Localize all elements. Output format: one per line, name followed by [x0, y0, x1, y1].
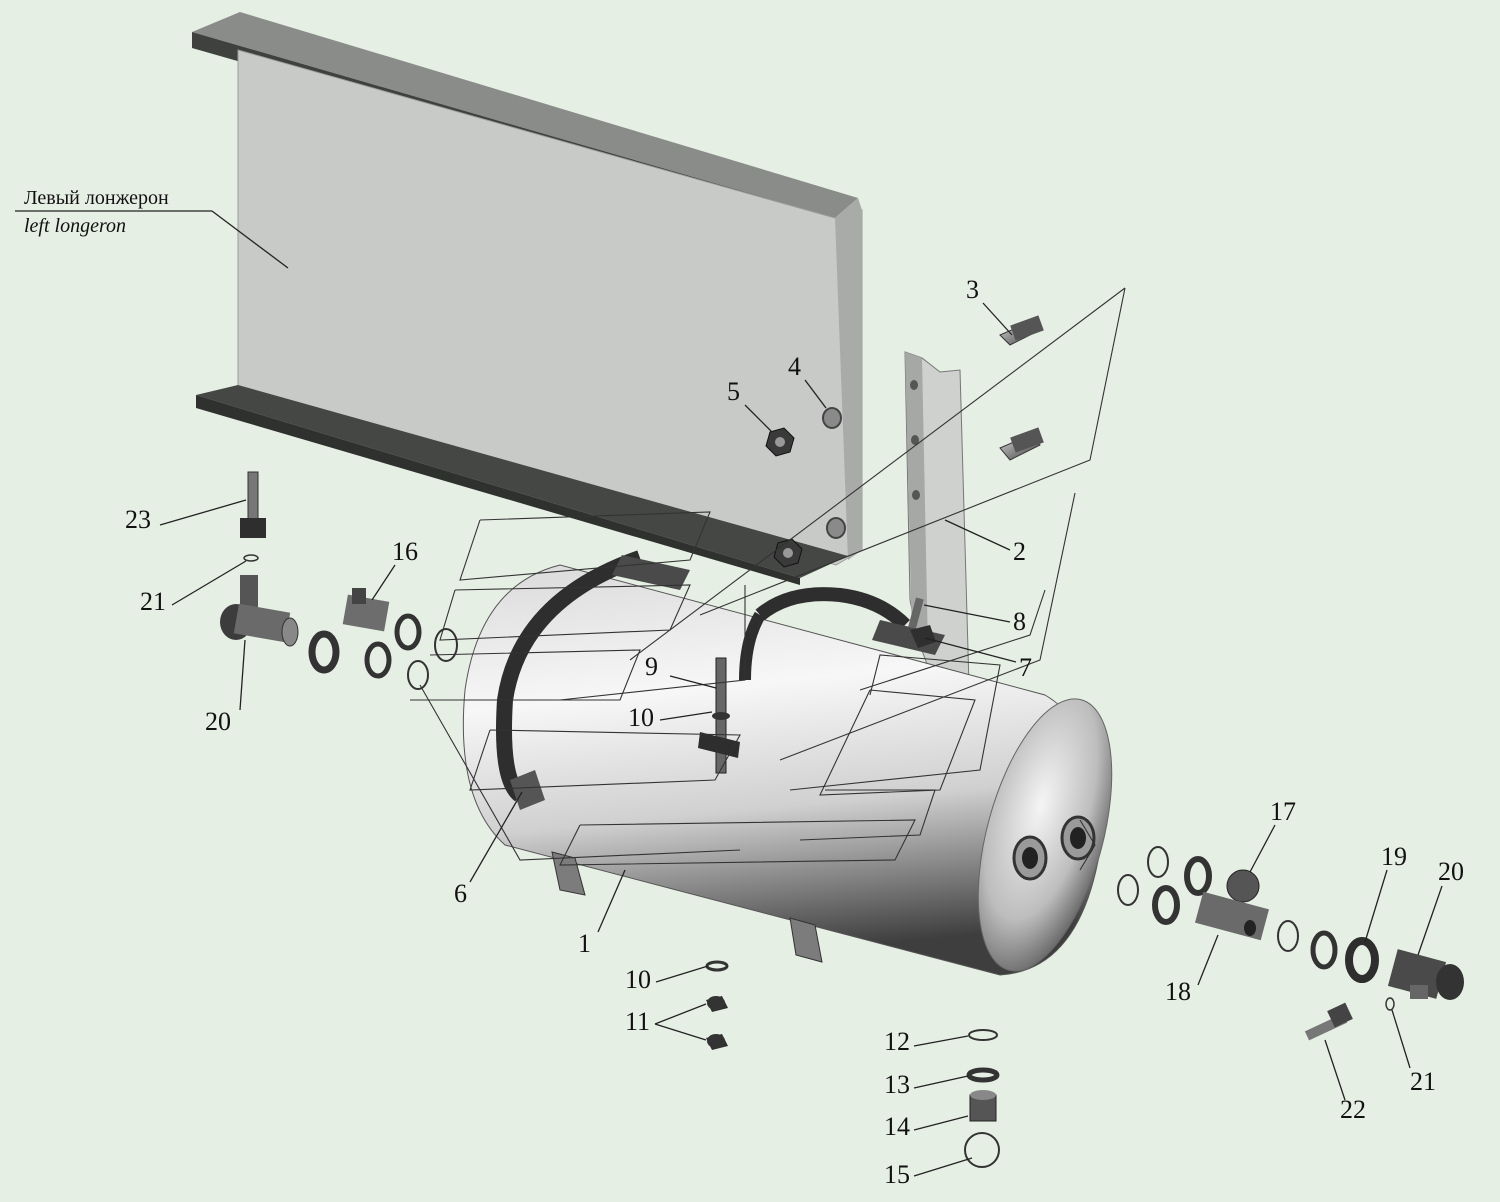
stud-part-9	[698, 657, 740, 774]
air-tank-part-1	[462, 550, 1113, 976]
callout-17: 17	[1270, 797, 1296, 826]
callout-14: 14	[884, 1112, 910, 1141]
right-fitting-group	[1117, 846, 1464, 1041]
callout-1: 1	[578, 929, 591, 958]
callout-4: 4	[788, 352, 801, 381]
callout-11: 11	[625, 1007, 650, 1036]
caption-ru: Левый лонжерон	[24, 187, 169, 209]
callouts: 1 2 3 4 5 6 7 8 9 10 10 11	[125, 275, 1464, 1189]
callout-10-lower: 10	[625, 965, 651, 994]
nut-part-5	[765, 427, 803, 568]
left-longeron	[192, 12, 863, 585]
callout-21-left: 21	[140, 587, 166, 616]
callout-23: 23	[125, 505, 151, 534]
callout-20-left: 20	[205, 707, 231, 736]
callout-16: 16	[392, 537, 418, 566]
assembly-guide-lines	[410, 287, 1126, 871]
callout-13: 13	[884, 1070, 910, 1099]
callout-7: 7	[1019, 653, 1032, 682]
callout-10-upper: 10	[628, 703, 654, 732]
bottom-parts	[705, 960, 1000, 1168]
callout-21-right: 21	[1410, 1067, 1436, 1096]
callout-3: 3	[966, 275, 979, 304]
callout-18: 18	[1165, 977, 1191, 1006]
callout-15: 15	[884, 1160, 910, 1189]
bolt-part-3	[999, 315, 1044, 461]
callout-9: 9	[645, 652, 658, 681]
callout-19: 19	[1381, 842, 1407, 871]
bolt-part-8	[908, 597, 936, 648]
callout-2: 2	[1013, 537, 1026, 566]
callout-12: 12	[884, 1027, 910, 1056]
callout-20-right: 20	[1438, 857, 1464, 886]
caption-en: left longeron	[24, 215, 126, 237]
callout-8: 8	[1013, 607, 1026, 636]
callout-5: 5	[727, 377, 740, 406]
longeron-caption: Левый лонжерон left longeron	[15, 187, 289, 269]
callout-6: 6	[454, 879, 467, 908]
left-fitting-group	[220, 471, 458, 690]
callout-22: 22	[1340, 1095, 1366, 1124]
